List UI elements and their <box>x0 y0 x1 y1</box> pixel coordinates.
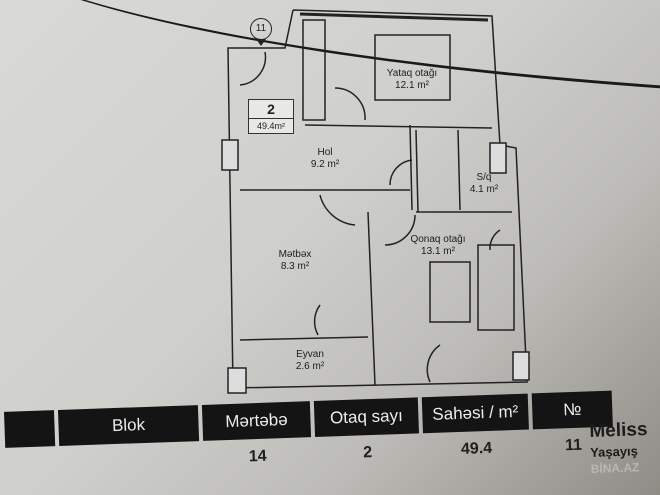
room-area: 4.1 m² <box>469 184 499 195</box>
room-area: 9.2 m² <box>310 159 340 170</box>
brand-title: Meliss <box>589 419 648 443</box>
room-balcony: Eyvan 2.6 m² <box>285 349 335 373</box>
unit-badge: 2 49.4m² <box>248 99 294 134</box>
room-hall: Hol 9.2 m² <box>295 147 355 171</box>
apartment-info-table: Blok Mərtəbə Otaq sayı Sahəsi / m² № 14 … <box>0 390 618 484</box>
value-floor: 14 <box>248 447 267 466</box>
room-name: Eyvan <box>296 349 324 360</box>
floor-plan-walls <box>221 9 530 394</box>
header-block: Blok <box>57 405 200 446</box>
room-name: Hol <box>317 147 333 158</box>
header-cell <box>3 410 56 448</box>
room-kitchen: Mətbəx 8.3 m² <box>270 249 320 273</box>
value-area: 49.4 <box>460 439 493 458</box>
header-floor: Mərtəbə <box>201 401 312 441</box>
watermark: BİNA.AZ <box>590 460 640 476</box>
header-area: Sahəsi / m² <box>421 393 529 434</box>
room-bedroom: Yataq otağı 12.1 m² <box>372 68 452 92</box>
room-name: Yataq otağı <box>386 68 438 79</box>
value-block <box>59 441 200 482</box>
room-name: S/q <box>476 172 492 183</box>
room-area: 2.6 m² <box>295 361 325 372</box>
value-room-count: 2 <box>362 444 373 462</box>
value-cell <box>5 446 56 484</box>
brand-block: Meliss Yaşayış BİNA.AZ <box>589 419 649 476</box>
room-name: Qonaq otağı <box>410 234 466 245</box>
room-area: 13.1 m² <box>421 246 455 257</box>
room-area: 8.3 m² <box>280 261 310 272</box>
room-living: Qonaq otağı 13.1 m² <box>400 234 476 258</box>
room-bathroom: S/q 4.1 m² <box>462 172 506 196</box>
floor-plan: 11 2 49.4m² Yataq otağı 12.1 m² Hol 9.2 … <box>221 9 530 394</box>
apartment-number-marker: 11 <box>250 18 272 46</box>
unit-room-count: 2 <box>249 100 293 119</box>
room-name: Mətbəx <box>278 249 312 260</box>
unit-area: 49.4m² <box>256 121 285 131</box>
brand-subtitle: Yaşayış <box>589 443 639 461</box>
header-room-count: Otaq sayı <box>313 397 420 438</box>
room-area: 12.1 m² <box>395 80 429 91</box>
